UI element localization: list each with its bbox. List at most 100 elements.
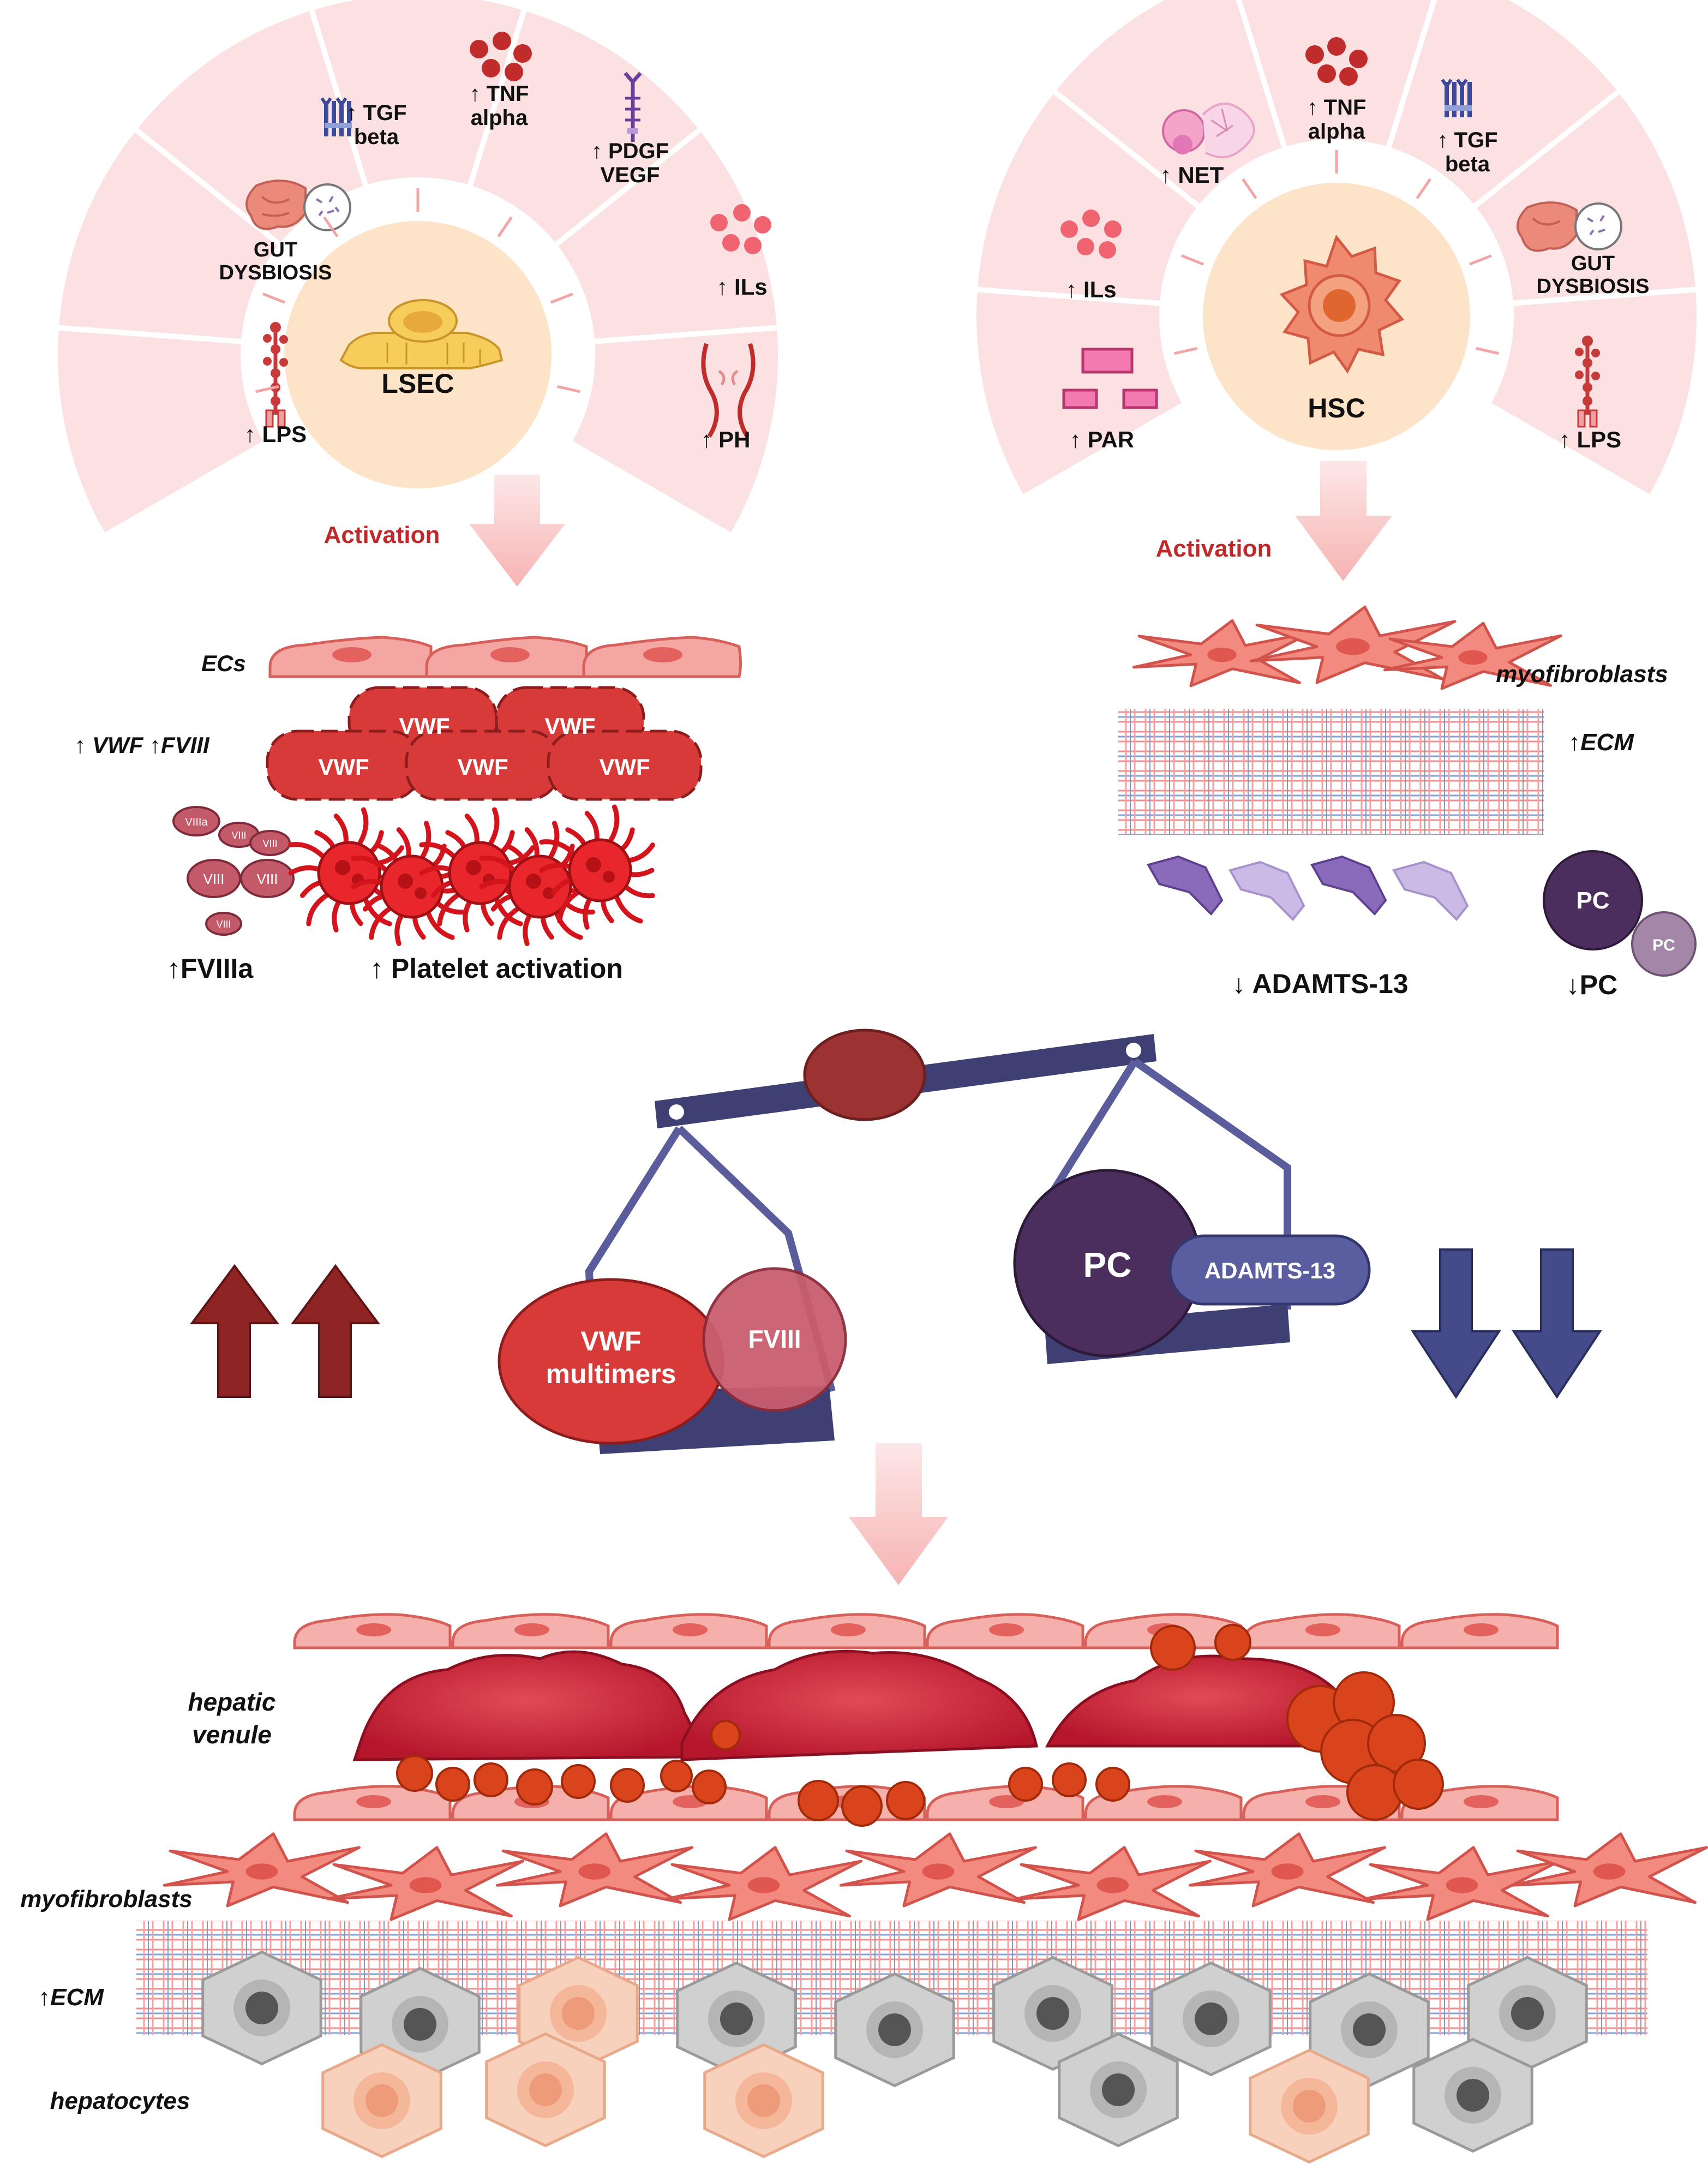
myofibroblast-cell	[840, 1832, 1037, 1908]
hsc-label: HSC	[1308, 393, 1365, 423]
hsc-wedge	[1469, 86, 1701, 307]
hsc-factor-lps: ↑ LPS	[1559, 427, 1621, 452]
myofibroblast-cell	[1383, 621, 1562, 690]
hsc-wedge	[972, 86, 1204, 307]
lsec-factor-lps: ↑ LPS	[244, 421, 307, 447]
stimulus-arrow	[556, 385, 580, 393]
endothelial-cell	[1242, 1613, 1401, 1649]
fviii-particle-label: VIII	[216, 919, 231, 930]
hepatocytes-label: hepatocytes	[50, 2088, 190, 2114]
net-icon	[1162, 103, 1255, 158]
pc-big-circle	[1543, 850, 1643, 950]
up-arrow-icon	[190, 1264, 279, 1398]
fviiia-label: ↑FVIIIa	[167, 953, 254, 984]
endothelial-cell	[1400, 1613, 1559, 1649]
lsec-wedge	[550, 124, 783, 345]
ecs-label: ECs	[201, 650, 246, 676]
platelet-activation-label: ↑ Platelet activation	[370, 953, 623, 984]
lsec-wedge	[53, 124, 285, 345]
hsc-ils-dots-icon	[1060, 210, 1122, 259]
lsec-wedge	[52, 324, 271, 540]
gut-icon	[245, 180, 351, 231]
endothelial-cell	[293, 1613, 452, 1649]
tgf-receptor-icon	[320, 97, 352, 136]
pc-small-label: PC	[1652, 936, 1675, 954]
hsc-activation-label: Activation	[1156, 535, 1272, 562]
balance-adamts13-label: ADAMTS-13	[1204, 1258, 1335, 1283]
pc-small-circle	[1631, 911, 1697, 977]
hepatocyte-cell	[201, 1950, 322, 2066]
hsc-activation-arrow	[1295, 461, 1392, 581]
balance-pc-label: PC	[1083, 1245, 1132, 1284]
hsc-factor-net: ↑ NET	[1160, 162, 1224, 188]
fviii-particle-label: VIII	[256, 871, 278, 887]
balance-vwf-label-line1: VWF	[580, 1326, 641, 1356]
ils-dots-icon	[710, 204, 771, 254]
hsc-gut-icon	[1517, 201, 1622, 252]
hsc-wedge	[1236, 0, 1437, 153]
hepatocyte-cell	[834, 1972, 955, 2088]
vwf-blob-label: VWF	[599, 754, 650, 780]
lsec-wedge	[565, 324, 783, 540]
hepatocyte-cell	[1309, 1972, 1430, 2088]
hepatocyte-cell	[1412, 2037, 1533, 2153]
stimulus-arrow	[262, 292, 286, 304]
hsc-tnf-dots-icon	[1305, 37, 1368, 86]
lsec-factor-ph: ↑ PH	[700, 427, 750, 452]
ph-vessel-icon	[701, 343, 756, 438]
hsc-wedge	[1385, 0, 1624, 212]
lsec-activation-label: Activation	[324, 522, 440, 548]
vwf-blob-label: VWF	[399, 713, 450, 739]
hepatocyte-cell	[485, 2032, 606, 2148]
hsc-wedge	[1484, 286, 1702, 502]
pdgf-receptor-icon	[624, 71, 642, 142]
vwf-fviii-label: ↑ VWF ↑FVIII	[74, 732, 210, 758]
lsec-wedge	[130, 4, 370, 250]
endothelial-cell	[609, 1613, 768, 1649]
up-arrow-icon	[291, 1264, 380, 1398]
stimulus-arrow	[1181, 254, 1204, 266]
endothelial-cell	[768, 1613, 926, 1649]
stimulus-arrow	[1469, 254, 1492, 266]
lsec-activation-arrow	[469, 475, 565, 587]
hepatocyte-cell	[1249, 2048, 1370, 2164]
hsc-factor-ils: ↑ ILs	[1065, 277, 1116, 302]
lsec-cell-icon	[339, 299, 504, 369]
pc-big-label: PC	[1576, 887, 1609, 914]
thrombus-clots	[352, 1624, 1444, 1827]
hsc-cell-icon	[1279, 234, 1405, 374]
myofibroblast-cell	[1511, 1832, 1708, 1908]
vwf-blob-label: VWF	[318, 754, 369, 780]
hepatocyte-cell	[992, 1956, 1113, 2071]
myofibroblast-cell	[1014, 1846, 1212, 1921]
myofibroblast-cell	[665, 1846, 862, 1921]
balance-vwf-label-line2: multimers	[546, 1359, 676, 1389]
hsc-lps-icon	[1575, 336, 1600, 428]
myofibroblast-cell	[327, 1846, 524, 1921]
stimulus-arrow	[550, 292, 573, 304]
myofibroblast-cell	[163, 1832, 361, 1908]
adamts13-molecules	[1146, 855, 1469, 921]
fviii-particle-label: VIII	[203, 871, 224, 887]
endothelial-cell	[451, 1613, 610, 1649]
fviii-particle-label: VIIIa	[185, 816, 208, 828]
myofibroblasts-top	[1132, 605, 1562, 690]
stimulus-arrow	[1475, 346, 1499, 355]
hepatocyte-cell	[321, 2043, 442, 2159]
par-icon	[1062, 348, 1158, 409]
hepatocyte-cell	[1467, 1956, 1588, 2071]
myofibroblast-cell	[1363, 1846, 1561, 1921]
hepatocyte-cell	[1150, 1961, 1272, 2077]
lsec-wedge	[466, 4, 705, 250]
bottom-myofibroblasts-label: myofibroblasts	[20, 1886, 192, 1912]
right-myofibroblasts-label: myofibroblasts	[1496, 661, 1668, 688]
pc-decrease-label: ↓PC	[1566, 970, 1617, 1000]
stimulus-arrow	[323, 216, 339, 237]
myofibroblasts-bottom	[163, 1832, 1708, 1921]
